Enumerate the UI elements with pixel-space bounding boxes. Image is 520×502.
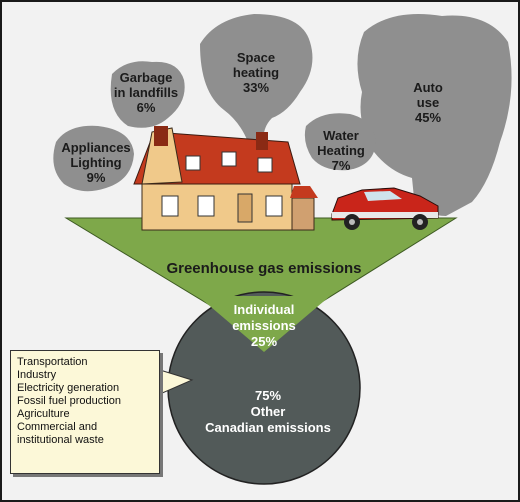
label-garbage-line2: in landfills: [113, 85, 179, 100]
house-illustration: [133, 126, 318, 231]
individual-line1: Individual: [233, 302, 295, 317]
label-appliances: Appliances Lighting 9%: [54, 140, 138, 185]
label-space-heating: Space heating 33%: [216, 50, 296, 95]
smoke-appliances: [53, 125, 135, 192]
label-appliances-line1: Appliances: [61, 140, 131, 155]
other-source-item: Industry: [17, 369, 57, 381]
label-auto-use-line2: use: [416, 95, 440, 110]
smoke-space-heating: [200, 14, 313, 142]
other-source-item: Agriculture: [17, 408, 70, 420]
individual-emissions-label: Individual emissions 25%: [214, 302, 314, 350]
label-water-heating-line2: Heating: [317, 143, 365, 158]
smoke-auto: [357, 14, 512, 216]
label-garbage-pct: 6%: [136, 100, 156, 115]
smoke-garbage: [110, 61, 185, 128]
smoke-water: [304, 113, 376, 171]
funnel-title: Greenhouse gas emissions: [166, 260, 362, 277]
callout-pointer: [159, 369, 194, 395]
individual-wedge: [198, 296, 330, 352]
label-garbage: Garbage in landfills 6%: [104, 70, 188, 115]
other-source-item: institutional waste: [17, 434, 104, 446]
car-illustration: [331, 187, 439, 230]
individual-line2: emissions: [232, 318, 296, 333]
label-water-heating: Water Heating 7%: [306, 128, 376, 173]
other-emissions-label: 75% Other Canadian emissions: [198, 388, 338, 436]
label-space-heating-line1: Space: [236, 50, 276, 65]
label-auto-use-line1: Auto: [413, 80, 443, 95]
label-auto-use-pct: 45%: [414, 110, 442, 125]
other-pct: 75%: [254, 388, 282, 403]
label-auto-use: Auto use 45%: [398, 80, 458, 125]
other-sources-callout: Transportation Industry Electricity gene…: [10, 350, 160, 474]
label-water-heating-line1: Water: [323, 128, 359, 143]
label-water-heating-pct: 7%: [331, 158, 351, 173]
other-source-item: Fossil fuel production: [17, 395, 121, 407]
smoke-clouds: [53, 14, 512, 216]
label-space-heating-pct: 33%: [242, 80, 270, 95]
label-space-heating-line2: heating: [232, 65, 280, 80]
other-source-item: Commercial and: [17, 421, 98, 433]
other-source-item: Transportation: [17, 356, 88, 368]
label-appliances-pct: 9%: [86, 170, 106, 185]
label-garbage-line1: Garbage: [119, 70, 173, 85]
label-appliances-line2: Lighting: [70, 155, 122, 170]
other-line2: Canadian emissions: [205, 420, 331, 435]
other-line1: Other: [250, 404, 286, 419]
individual-pct: 25%: [250, 334, 278, 349]
other-source-item: Electricity generation: [17, 382, 120, 394]
